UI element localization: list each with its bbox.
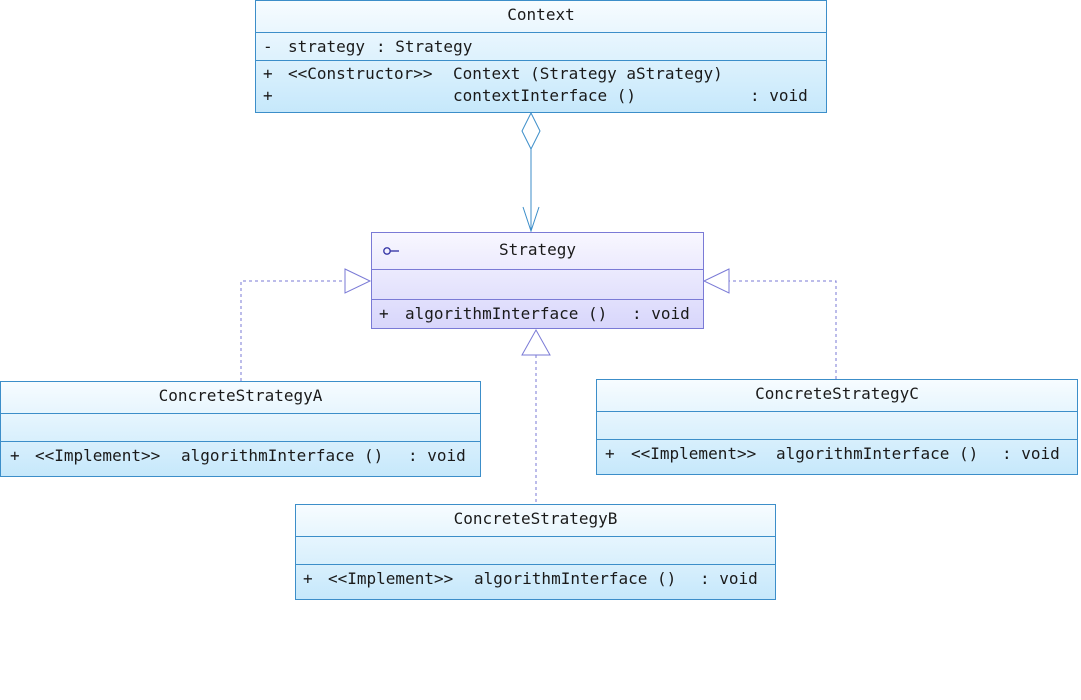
relationship-connectors xyxy=(240,111,837,504)
operation-stereotype: <<Implement>> xyxy=(631,444,757,463)
aggregation-context-strategy xyxy=(521,111,541,233)
operation-stereotype: <<Constructor>> xyxy=(288,64,433,83)
operation-row: + <<Constructor>> Context (Strategy aStr… xyxy=(256,63,826,85)
operation-return: : void xyxy=(408,446,466,465)
realization-concrete-a xyxy=(240,268,372,381)
class-concrete-strategy-b[interactable]: ConcreteStrategyB + <<Implement>> algori… xyxy=(295,504,776,600)
operation-row: + algorithmInterface () : void xyxy=(372,303,703,325)
operation-stereotype: <<Implement>> xyxy=(328,569,454,588)
attribute-visibility: - xyxy=(263,37,273,56)
interface-strategy-name: Strategy xyxy=(498,240,577,259)
attribute-name: strategy xyxy=(288,37,366,56)
class-context-operations: + <<Constructor>> Context (Strategy aStr… xyxy=(256,60,826,107)
class-concrete-strategy-a[interactable]: ConcreteStrategyA + <<Implement>> algori… xyxy=(0,381,481,477)
aggregation-diamond xyxy=(521,111,541,151)
class-concrete-strategy-b-name: ConcreteStrategyB xyxy=(453,509,618,528)
realization-line-c xyxy=(729,280,837,379)
class-concrete-strategy-b-operations: + <<Implement>> algorithmInterface () : … xyxy=(296,564,775,590)
operation-signature: contextInterface () xyxy=(453,86,637,105)
aggregation-arrowhead xyxy=(522,206,540,233)
operation-signature: algorithmInterface () xyxy=(474,569,677,588)
operation-return: : void xyxy=(1002,444,1060,463)
class-concrete-strategy-c-attributes xyxy=(597,411,1077,439)
operation-row: + <<Implement>> algorithmInterface () : … xyxy=(597,443,1077,465)
operation-signature: algorithmInterface () xyxy=(776,444,979,463)
realization-line-a xyxy=(240,280,345,381)
operation-row: + <<Implement>> algorithmInterface () : … xyxy=(1,445,480,467)
operation-signature: algorithmInterface () xyxy=(181,446,384,465)
operation-return: : void xyxy=(632,304,690,323)
class-concrete-strategy-c-operations: + <<Implement>> algorithmInterface () : … xyxy=(597,439,1077,465)
operation-visibility: + xyxy=(379,304,389,323)
class-concrete-strategy-c-name: ConcreteStrategyC xyxy=(755,384,919,403)
interface-strategy-header: Strategy xyxy=(372,233,703,269)
attribute-row: - strategy : Strategy xyxy=(256,36,826,58)
realization-concrete-b xyxy=(521,328,551,504)
operation-signature: Context (Strategy aStrategy) xyxy=(453,64,723,83)
realization-triangle-a xyxy=(344,268,372,294)
class-context-attributes: - strategy : Strategy xyxy=(256,32,826,60)
interface-strategy[interactable]: Strategy + algorithmInterface () : void xyxy=(371,232,704,329)
operation-row: + <<Implement>> algorithmInterface () : … xyxy=(296,568,775,590)
realization-triangle-b xyxy=(521,328,551,356)
realization-triangle-c xyxy=(702,268,730,294)
operation-visibility: + xyxy=(605,444,615,463)
operation-row: + contextInterface () : void xyxy=(256,85,826,107)
class-concrete-strategy-a-operations: + <<Implement>> algorithmInterface () : … xyxy=(1,441,480,467)
interface-lollipop-icon xyxy=(383,247,399,255)
realization-concrete-c xyxy=(702,268,837,379)
operation-visibility: + xyxy=(303,569,313,588)
interface-strategy-attributes xyxy=(372,269,703,299)
class-context[interactable]: Context - strategy : Strategy + <<Constr… xyxy=(255,0,827,113)
class-concrete-strategy-a-attributes xyxy=(1,413,480,441)
operation-visibility: + xyxy=(263,64,273,83)
operation-signature: algorithmInterface () xyxy=(405,304,608,323)
operation-visibility: + xyxy=(10,446,20,465)
interface-strategy-operations: + algorithmInterface () : void xyxy=(372,299,703,325)
class-concrete-strategy-b-attributes xyxy=(296,536,775,564)
operation-stereotype: <<Implement>> xyxy=(35,446,161,465)
class-concrete-strategy-c[interactable]: ConcreteStrategyC + <<Implement>> algori… xyxy=(596,379,1078,475)
operation-return: : void xyxy=(750,86,808,105)
class-concrete-strategy-a-name: ConcreteStrategyA xyxy=(158,386,323,405)
operation-visibility: + xyxy=(263,86,273,105)
class-context-name: Context xyxy=(507,5,575,24)
operation-return: : void xyxy=(700,569,758,588)
attribute-type: : Strategy xyxy=(376,37,473,56)
